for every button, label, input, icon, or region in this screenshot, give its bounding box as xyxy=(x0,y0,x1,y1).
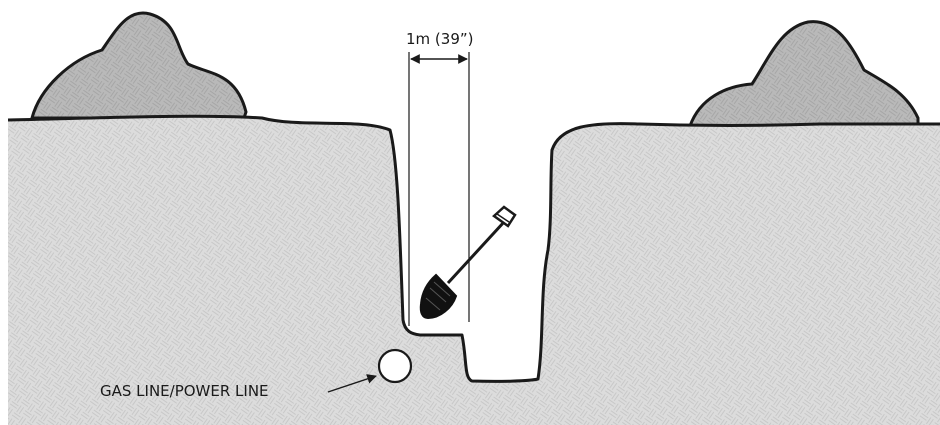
right-spoil-pile xyxy=(687,20,920,128)
pipe-leader-line xyxy=(327,374,377,393)
left-spoil-pile xyxy=(30,11,248,120)
width-label: 1m (39”) xyxy=(406,30,474,48)
pipe-cross-section-icon xyxy=(377,348,413,384)
pipe-label: GAS LINE/POWER LINE xyxy=(100,382,269,400)
ground-outline xyxy=(7,114,940,383)
ground-cross-section xyxy=(8,116,940,425)
shovel-icon xyxy=(419,205,517,320)
